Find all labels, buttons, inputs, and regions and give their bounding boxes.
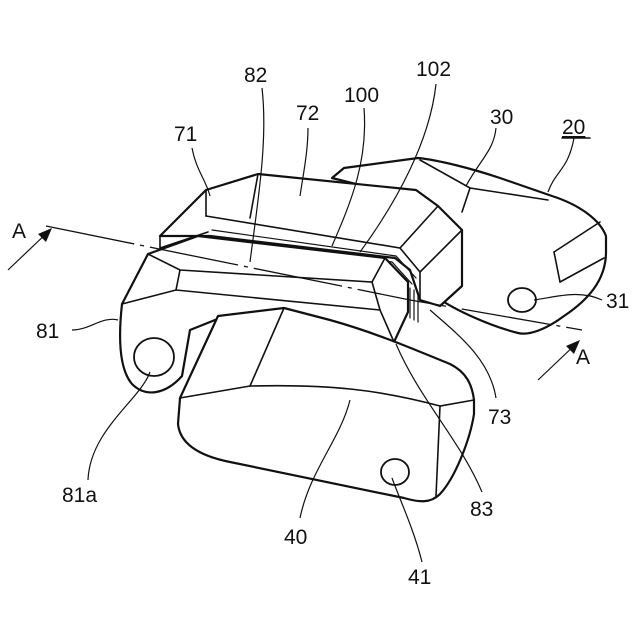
label-41: 41 xyxy=(408,566,431,589)
label-82: 82 xyxy=(244,64,267,87)
label-section-a-left: A xyxy=(12,220,26,243)
label-81: 81 xyxy=(36,320,59,343)
label-73: 73 xyxy=(488,406,511,429)
label-83: 83 xyxy=(470,498,493,521)
label-40: 40 xyxy=(284,526,307,549)
label-20: 20 xyxy=(562,116,585,139)
label-section-a-right: A xyxy=(576,346,590,369)
hole-81a xyxy=(134,338,174,376)
hole-41 xyxy=(381,459,409,485)
label-31: 31 xyxy=(606,290,629,313)
label-72: 72 xyxy=(296,102,319,125)
label-102: 102 xyxy=(416,58,451,81)
label-81a: 81a xyxy=(62,484,97,507)
label-100: 100 xyxy=(344,84,379,107)
label-71: 71 xyxy=(174,123,197,146)
hole-31 xyxy=(508,288,536,312)
label-30: 30 xyxy=(490,106,513,129)
